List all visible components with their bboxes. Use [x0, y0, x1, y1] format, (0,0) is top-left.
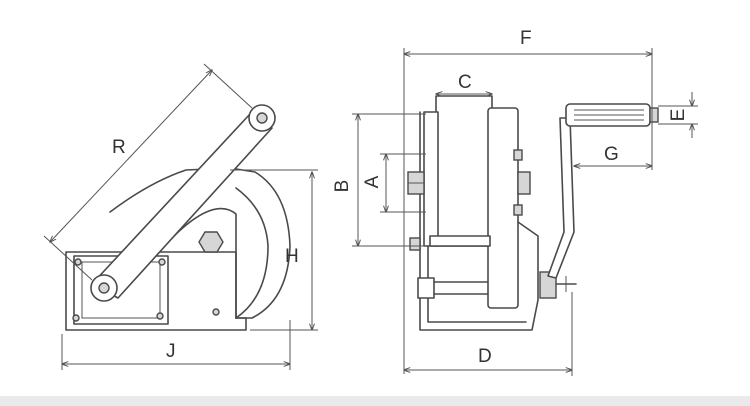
- dim-ext-r-top: [203, 63, 253, 109]
- hex-nut-icon: [198, 231, 224, 253]
- handle-cap-icon: [649, 107, 659, 123]
- side-view: R H J: [43, 63, 318, 370]
- label-j: J: [166, 341, 176, 362]
- dim-line-r: [50, 70, 212, 242]
- crank-pivot-icon: [256, 112, 268, 124]
- label-d: D: [478, 346, 492, 367]
- label-e: E: [668, 109, 689, 122]
- front-spacer-upper: [429, 235, 491, 247]
- front-left-flange: [423, 111, 439, 247]
- rivet-icon: [72, 314, 80, 322]
- rivet-icon: [212, 308, 220, 316]
- rivet-icon: [156, 312, 164, 320]
- front-drum: [435, 95, 493, 247]
- front-rivet-icon: [513, 149, 523, 161]
- label-c: C: [458, 72, 472, 93]
- label-g: G: [604, 144, 619, 165]
- rivet-icon: [158, 258, 166, 266]
- rivet-icon: [74, 258, 82, 266]
- front-bolt-small-icon: [409, 237, 421, 251]
- front-rivet-icon: [513, 204, 523, 216]
- label-h: H: [285, 246, 299, 267]
- label-b: B: [332, 180, 353, 193]
- dim-ext-r-bottom: [43, 235, 93, 281]
- label-f: F: [520, 28, 532, 49]
- bottom-edge-strip: [0, 396, 750, 406]
- front-spacer-left: [417, 277, 435, 299]
- label-a: A: [362, 175, 383, 188]
- front-view: F C B A G E D: [332, 28, 698, 376]
- front-crank-nut-icon: [539, 271, 557, 299]
- label-r: R: [112, 137, 126, 158]
- front-bolt-icon: [517, 171, 531, 195]
- front-crank-arm: [547, 117, 575, 279]
- side-drum-inner: [235, 187, 269, 319]
- drum-shaft-icon: [98, 282, 110, 294]
- front-frame-inner: [427, 245, 527, 323]
- winch-dimension-diagram: R H J: [43, 28, 698, 376]
